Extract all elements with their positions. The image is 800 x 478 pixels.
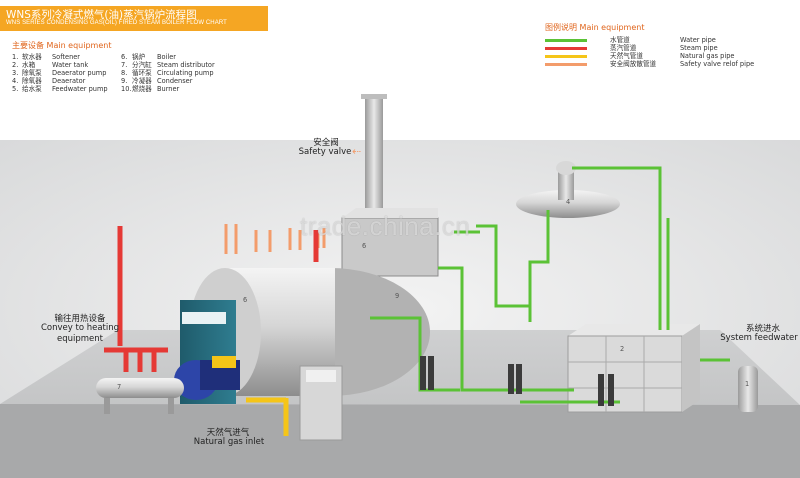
convey-cn: 输往用热设备 xyxy=(54,314,106,324)
legend-cn: 蒸汽管道 xyxy=(610,44,637,52)
water-tank-side xyxy=(682,324,700,412)
equip-cn: 锅炉 xyxy=(132,53,146,61)
feedwater-en: System feedwater xyxy=(720,333,798,343)
title-banner: WNS系列冷凝式燃气(油)蒸汽锅炉流程图 WNS SERIES CONDENSI… xyxy=(0,6,268,31)
boiler-logo-plate xyxy=(182,312,226,324)
equip-cn: 除氧器 xyxy=(22,77,42,85)
equip-num: 1. xyxy=(12,53,19,61)
boiler-number: 6 xyxy=(243,296,248,304)
steam-distributor xyxy=(96,378,184,398)
equip-en: Softener xyxy=(52,53,81,61)
main-equipment-heading: 主要设备 Main equipment xyxy=(12,41,112,50)
equip-cn: 循环泵 xyxy=(132,69,152,77)
water-tank xyxy=(567,335,683,413)
distributor-number: 7 xyxy=(117,383,122,391)
legend-en: Natural gas pipe xyxy=(680,52,735,60)
equip-en: Water tank xyxy=(52,61,89,69)
equip-cn: 除氧泵 xyxy=(22,69,42,77)
equip-cn: 软水器 xyxy=(22,53,42,61)
legend-cn: 天然气管道 xyxy=(610,52,643,60)
equip-cn: 燃烧器 xyxy=(132,85,152,93)
softener-number: 1 xyxy=(745,380,750,388)
legend-swatch-steam xyxy=(545,47,587,50)
legend-heading: 图例说明 Main equipment xyxy=(545,23,645,32)
gas-pipe xyxy=(246,397,289,436)
water-tank-top xyxy=(568,324,700,336)
water-tank-panels xyxy=(568,336,682,412)
legend-swatch-water xyxy=(545,39,587,42)
equip-en: Feedwater pump xyxy=(52,85,108,93)
deaerator-dome xyxy=(556,161,576,175)
deaerator xyxy=(516,190,620,218)
legend-en: Safety valve relof pipe xyxy=(680,60,755,68)
watermark: trade.china.cn xyxy=(300,211,471,241)
equip-en: Deaerator xyxy=(52,77,86,85)
water-pipes xyxy=(370,166,730,404)
chimney xyxy=(365,97,383,225)
safety-valve-en: Safety valve xyxy=(298,147,352,157)
boiler-top-number: 6 xyxy=(362,242,367,250)
condenser-top xyxy=(342,208,438,218)
equip-num: 9. xyxy=(121,77,128,85)
equip-cn: 水箱 xyxy=(22,61,36,69)
equip-en: Deaerator pump xyxy=(52,69,107,77)
distributor-leg-right xyxy=(168,398,174,414)
equip-cn: 冷凝器 xyxy=(132,77,152,85)
distributor-leg-left xyxy=(104,398,110,414)
steam-pipes xyxy=(104,226,319,372)
equip-en: Circulating pump xyxy=(157,69,214,77)
legend-cn: 安全阀放散管道 xyxy=(610,60,657,68)
chimney-cap xyxy=(361,94,387,99)
deaerator-column xyxy=(558,166,574,200)
condenser-number: 9 xyxy=(395,292,400,300)
legend-en: Steam pipe xyxy=(680,44,718,52)
arrow-left-icon: ⇠ xyxy=(352,145,362,158)
title-en: WNS SERIES CONDENSING GAS(OIL) FIRED STE… xyxy=(6,20,227,26)
equip-en: Burner xyxy=(157,85,180,93)
gas-inlet-en: Natural gas inlet xyxy=(193,437,265,447)
equip-en: Steam distributor xyxy=(157,61,215,69)
equip-num: 3. xyxy=(12,69,19,77)
legend-en: Water pipe xyxy=(680,36,716,44)
legend-cn: 水管道 xyxy=(610,36,630,44)
equip-num: 2. xyxy=(12,61,19,69)
equip-en: Boiler xyxy=(157,53,176,61)
control-panel-screen xyxy=(306,370,336,382)
convey-en-line1: Convey to heating xyxy=(40,323,120,333)
equip-num: 10. xyxy=(121,85,132,93)
equip-cn: 给水泵 xyxy=(22,85,42,93)
safety-valve-cn: 安全阀 xyxy=(313,138,339,148)
equip-cn: 分汽缸 xyxy=(132,61,152,69)
legend-swatch-gas xyxy=(545,55,587,58)
softener xyxy=(738,366,758,412)
title-cn: WNS系列冷凝式燃气(油)蒸汽锅炉流程图 xyxy=(6,9,197,21)
equip-num: 7. xyxy=(121,61,128,69)
equip-en: Condenser xyxy=(157,77,193,85)
feedwater-cn: 系统进水 xyxy=(745,324,780,334)
gas-inlet-cn: 天然气进气 xyxy=(206,428,250,438)
legend-swatch-relief xyxy=(545,63,587,66)
pumps xyxy=(420,356,614,406)
water-tank-number: 2 xyxy=(620,345,625,353)
equip-num: 5. xyxy=(12,85,19,93)
equip-num: 8. xyxy=(121,69,128,77)
condenser xyxy=(341,217,439,277)
burner-gas-box xyxy=(212,356,236,368)
deaerator-number: 4 xyxy=(566,198,571,206)
convey-en-line2: equipment xyxy=(57,334,103,344)
equip-num: 6. xyxy=(121,53,128,61)
equip-num: 4. xyxy=(12,77,19,85)
floor-edge xyxy=(0,404,800,478)
relief-pipes xyxy=(224,224,326,254)
